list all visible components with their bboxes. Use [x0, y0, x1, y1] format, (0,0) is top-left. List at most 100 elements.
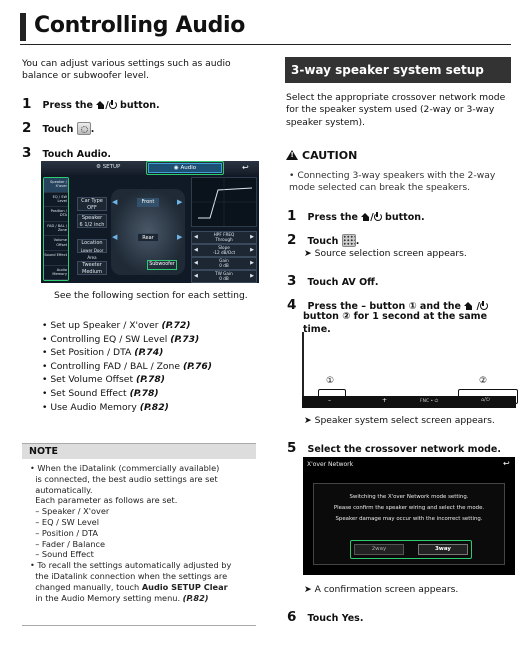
r-step-4: 4 Press the – button ① and the /	[287, 294, 513, 313]
arrow-left-icon[interactable]: ◀	[194, 260, 198, 266]
section-title: 3-way speaker system setup	[285, 57, 511, 83]
param-label: Gain	[219, 258, 229, 263]
fnc-button[interactable]: FNC • ⏻	[420, 399, 439, 404]
tab-audio[interactable]: ◉ Audio	[148, 163, 222, 173]
step-2: 2 Touch .	[22, 120, 95, 136]
minus-button[interactable]: –	[328, 397, 331, 404]
r-step-6: 6 Touch Yes.	[287, 609, 364, 625]
xover-graph	[191, 177, 257, 227]
audio-setup-clear-label: Audio SETUP Clear	[141, 581, 228, 592]
note-line: – Sound Effect	[30, 549, 94, 560]
page-ref-link[interactable]: (P.82)	[182, 592, 209, 603]
section-link-item[interactable]: • Use Audio Memory (P.82)	[42, 401, 169, 413]
r-step-1: 1 Press the / button.	[287, 208, 425, 224]
side-menu-item[interactable]: Sound Effect	[44, 251, 68, 266]
arrow-right-icon[interactable]: ▶	[250, 273, 254, 279]
param-value: -12 dB/Oct	[212, 250, 236, 256]
side-menu-item[interactable]: Speaker / X'over	[44, 178, 68, 193]
xover-param-row[interactable]: ◀ Slope-12 dB/Oct ▶	[191, 244, 257, 257]
side-menu-item[interactable]: FAD / BAL / Zone	[44, 222, 68, 237]
note-line: Each parameter as follows are set.	[30, 495, 178, 506]
side-menu-item[interactable]: Audio Memory	[44, 266, 68, 281]
warning-icon	[286, 150, 298, 160]
section-link-item[interactable]: • Controlling FAD / BAL / Zone (P.76)	[42, 360, 212, 372]
option-2way[interactable]: 2way	[354, 544, 404, 555]
caution-text: • Connecting 3-way speakers with the 2-w…	[289, 170, 496, 194]
tab-highlight	[146, 161, 224, 175]
side-menu-item[interactable]: Volume Offset	[44, 236, 68, 251]
param-label: HPF FREQ	[213, 232, 235, 237]
note-line: – Fader / Balance	[30, 538, 106, 549]
page-title: Controlling Audio	[34, 13, 246, 38]
home-power-button[interactable]: ⌂/⏻	[481, 397, 490, 403]
note-line: automatically.	[30, 484, 93, 495]
side-menu-item[interactable]: EQ / SW Level	[44, 193, 68, 208]
back-icon[interactable]: ↩	[242, 163, 249, 172]
note-line: in the Audio Memory setting menu. (P.82)	[30, 592, 209, 603]
caution-title: CAUTION	[286, 149, 357, 163]
r-step-2: 2 Touch .	[287, 232, 360, 248]
note-lines: • When the iDatalink (commercially avail…	[22, 459, 256, 603]
arrow-right-icon[interactable]: ▶	[250, 234, 254, 240]
param-label: TW Gain	[215, 271, 233, 276]
menu-grid-icon	[341, 234, 356, 247]
rear-speaker-label[interactable]: Rear	[137, 233, 159, 242]
arrow-left-icon: ◀	[112, 233, 118, 241]
xover-options-highlight	[350, 540, 472, 559]
r-step-5-result: ➤ A confirmation screen appears.	[304, 584, 459, 595]
plus-button[interactable]: +	[382, 397, 388, 404]
xover-msg-1: Switching the X'over Network mode settin…	[349, 494, 469, 500]
step-1: 1 Press the / button.	[22, 96, 160, 112]
arrow-left-icon[interactable]: ◀	[194, 234, 198, 240]
arrow-left-icon[interactable]: ◀	[194, 273, 198, 279]
home-icon	[96, 101, 105, 109]
note-line: – Speaker / X'over	[30, 506, 110, 517]
param-value: Through	[215, 237, 233, 243]
param-label: Slope	[218, 245, 230, 250]
option-3way[interactable]: 3way	[418, 544, 468, 555]
tab-setup[interactable]: ⚙ SETUP	[96, 164, 121, 170]
xover-curve	[192, 178, 256, 226]
front-speaker-label[interactable]: Front	[137, 198, 159, 207]
arrow-left-icon[interactable]: ◀	[194, 247, 198, 253]
back-icon[interactable]: ↩	[503, 459, 510, 468]
xover-title: X'over Network	[307, 461, 354, 468]
r-step-2-result: ➤ Source selection screen appears.	[304, 248, 467, 259]
arrow-right-icon[interactable]: ▶	[250, 247, 254, 253]
section-links: • Set up Speaker / X'over (P.72) • Contro…	[42, 319, 262, 414]
section-link-item[interactable]: • Set Position / DTA (P.74)	[42, 347, 164, 359]
note-line: • To recall the settings automatically a…	[30, 560, 232, 571]
param-value: 0 dB	[219, 263, 229, 269]
section-link-item[interactable]: • Set Volume Offset (P.78)	[42, 374, 166, 386]
subwoofer-label[interactable]: Subwoofer	[147, 260, 177, 270]
home-icon	[361, 213, 370, 221]
section-link-item[interactable]: • Set Sound Effect (P.78)	[42, 387, 159, 399]
arrow-right-icon[interactable]: ▶	[250, 260, 254, 266]
r-step-3: 3 Touch AV Off.	[287, 273, 379, 289]
settings-key-icon	[76, 122, 91, 135]
arrow-right-icon: ▶	[177, 198, 183, 206]
xover-msg-3: Speaker damage may occur with the incorr…	[335, 516, 483, 522]
sidebar-highlight	[43, 177, 69, 281]
note-line: – Position / DTA	[30, 527, 99, 538]
note-box: • When the iDatalink (commercially avail…	[22, 459, 256, 626]
note-line: • When the iDatalink (commercially avail…	[30, 463, 220, 473]
marker-2: ②	[479, 376, 488, 386]
side-menu-item[interactable]: Position / DTA	[44, 207, 68, 222]
arrow-left-icon: ◀	[112, 198, 118, 206]
note-line: – EQ / SW Level	[30, 516, 99, 527]
marker-1: ①	[326, 376, 335, 386]
section-intro: Select the appropriate crossover network…	[286, 92, 506, 128]
r-step-4-result: ➤ Speaker system select screen appears.	[304, 415, 495, 426]
section-link-item[interactable]: • Controlling EQ / SW Level (P.73)	[42, 333, 200, 345]
section-link-item[interactable]: • Set up Speaker / X'over (P.72)	[42, 320, 191, 331]
